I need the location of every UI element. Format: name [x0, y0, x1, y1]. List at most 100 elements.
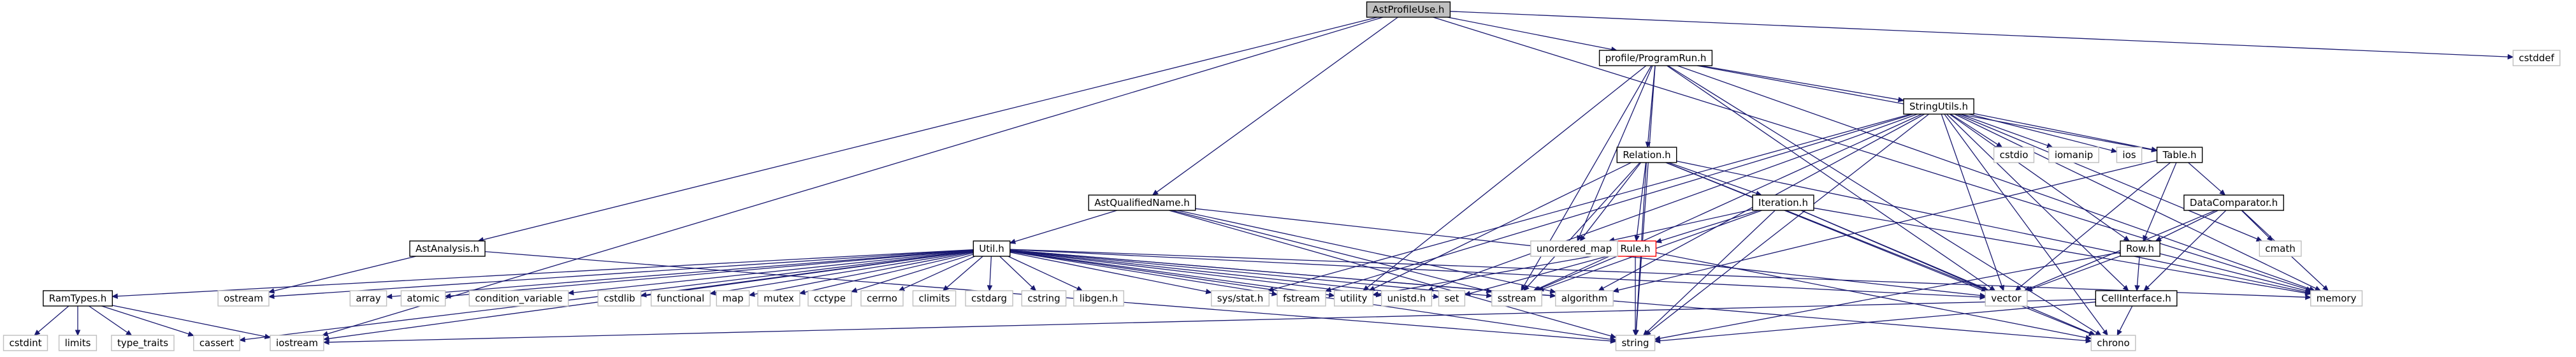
edge-util-to-vector	[1009, 249, 1981, 298]
arrowhead-util-to-atomic	[444, 293, 451, 299]
edge-util-to-atomic	[450, 249, 974, 296]
arrowhead-cellinterface-to-iostream	[322, 339, 329, 346]
arrowhead-util-to-cerrno	[898, 286, 905, 291]
node-label-fstream: fstream	[1283, 293, 1320, 304]
node-memory: memory	[2310, 290, 2363, 307]
node-string: string	[1615, 335, 1656, 351]
node-label-ostream: ostream	[224, 293, 263, 304]
arrowhead-row-to-cellinterface	[2134, 285, 2140, 292]
arrowhead-stringutils-to-memory	[2314, 286, 2322, 291]
node-row[interactable]: Row.h	[2120, 240, 2160, 257]
edge-iteration-to-rule	[1660, 210, 1759, 242]
node-label-cctype: cctype	[814, 293, 846, 304]
node-label-limits: limits	[65, 337, 91, 349]
node-rule[interactable]: Rule.h	[1614, 240, 1657, 257]
arrowhead-util-to-functional	[709, 290, 716, 296]
node-ostream: ostream	[217, 290, 270, 307]
node-box-libgen	[1073, 290, 1124, 307]
arrowhead-ramtypes-to-iostream	[264, 333, 271, 339]
edge-relation-to-sstream	[1526, 162, 1640, 288]
node-box-iomanip	[2048, 147, 2099, 163]
node-box-cctype	[807, 290, 852, 307]
node-box-dataComparator	[2183, 194, 2284, 211]
edge-stringutils-to-sstream	[1538, 113, 1922, 289]
arrowhead-iteration-to-rule	[1655, 238, 1662, 244]
arrowhead-astprofileuse-to-cstddef	[2507, 54, 2514, 60]
node-label-chrono: chrono	[2097, 337, 2129, 349]
edge-iteration-to-memory	[1813, 207, 2306, 294]
edge-ramtypes-to-iostream	[112, 305, 266, 337]
node-cassert: cassert	[193, 335, 240, 351]
arrowhead-dataComparator-to-cellinterface	[2143, 285, 2150, 291]
edge-util-to-climits	[946, 256, 983, 288]
node-condition_variable: condition_variable	[468, 290, 569, 307]
node-box-ramtypes	[43, 290, 113, 307]
node-label-cmath: cmath	[2265, 243, 2295, 254]
node-dataComparator[interactable]: DataComparator.h	[2183, 194, 2284, 211]
arrowhead-row-to-memory	[2305, 288, 2312, 293]
node-astqualifiedname[interactable]: AstQualifiedName.h	[1088, 194, 1196, 211]
node-label-memory: memory	[2317, 293, 2357, 304]
arrowhead-util-to-climits	[942, 285, 950, 291]
edge-relation-to-unordered_map	[1582, 162, 1642, 238]
node-box-cstddef	[2512, 50, 2561, 66]
node-box-rule	[1614, 240, 1657, 257]
node-label-table: Table.h	[2162, 149, 2196, 161]
edge-util-to-cctype	[856, 254, 974, 291]
node-programrun[interactable]: profile/ProgramRun.h	[1598, 50, 1713, 66]
node-table[interactable]: Table.h	[2156, 147, 2203, 163]
node-unistd: unistd.h	[1380, 290, 1433, 307]
node-set: set	[1438, 290, 1466, 307]
node-label-condition_variable: condition_variable	[475, 293, 562, 305]
edge-util-to-sysstat	[1009, 252, 1207, 293]
node-util[interactable]: Util.h	[973, 240, 1011, 257]
node-astprofileuse[interactable]: AstProfileUse.h	[1366, 1, 1451, 18]
node-ramtypes[interactable]: RamTypes.h	[43, 290, 113, 307]
arrowhead-util-to-iostream	[322, 335, 330, 342]
edge-util-to-mutex	[804, 252, 974, 293]
node-utility: utility	[1333, 290, 1374, 307]
node-label-string: string	[1621, 337, 1649, 349]
node-fstream: fstream	[1277, 290, 1326, 307]
node-iteration[interactable]: Iteration.h	[1752, 194, 1814, 211]
node-box-relation	[1616, 147, 1677, 163]
node-box-chrono	[2090, 335, 2136, 351]
edge-astprofileuse-to-astanalysis	[482, 17, 1378, 240]
node-cellinterface[interactable]: CellInterface.h	[2095, 290, 2178, 307]
edge-table-to-row	[2145, 162, 2177, 237]
node-label-cstdlib: cstdlib	[604, 293, 635, 304]
node-label-util: Util.h	[979, 243, 1004, 254]
node-cstdarg: cstdarg	[965, 290, 1013, 307]
node-label-relation: Relation.h	[1623, 149, 1670, 161]
arrowhead-table-to-dataComparator	[2219, 189, 2226, 196]
edge-util-to-cstring	[999, 256, 1033, 288]
edge-astqualifiedname-to-algorithm	[1177, 210, 1551, 292]
arrowhead-ramtypes-to-limits	[75, 330, 81, 337]
node-box-row	[2120, 240, 2160, 257]
edge-row-to-vector	[2031, 255, 2121, 289]
node-box-atomic	[400, 290, 446, 307]
node-label-cstdio: cstdio	[2000, 149, 2029, 161]
edge-programrun-to-memory	[1677, 65, 2310, 289]
arrowhead-programrun-to-vector	[1989, 285, 1996, 291]
node-box-fstream	[1277, 290, 1326, 307]
node-box-cassert	[193, 335, 240, 351]
node-label-set: set	[1445, 293, 1459, 304]
edge-programrun-to-stringutils	[1700, 65, 1899, 100]
node-relation[interactable]: Relation.h	[1616, 147, 1677, 163]
node-stringutils[interactable]: StringUtils.h	[1903, 98, 1974, 115]
edge-cellinterface-to-string	[1660, 302, 2096, 342]
edge-stringutils-to-sysstat	[1273, 113, 1911, 290]
edge-util-to-cstdarg	[989, 256, 992, 286]
edge-astqualifiedname-to-sstream	[1171, 210, 1487, 291]
node-box-cstdlib	[597, 290, 642, 307]
arrowhead-util-to-string	[1610, 337, 1617, 342]
node-box-vector	[1985, 290, 2028, 307]
edge-iteration-to-unordered_map	[1614, 208, 1753, 240]
node-label-type_traits: type_traits	[117, 337, 168, 349]
arrowhead-stringutils-to-row	[2123, 235, 2131, 242]
edge-relation-to-iteration	[1668, 162, 1757, 194]
edge-stringutils-to-iomanip	[1960, 113, 2048, 146]
node-astanalysis[interactable]: AstAnalysis.h	[409, 240, 486, 257]
